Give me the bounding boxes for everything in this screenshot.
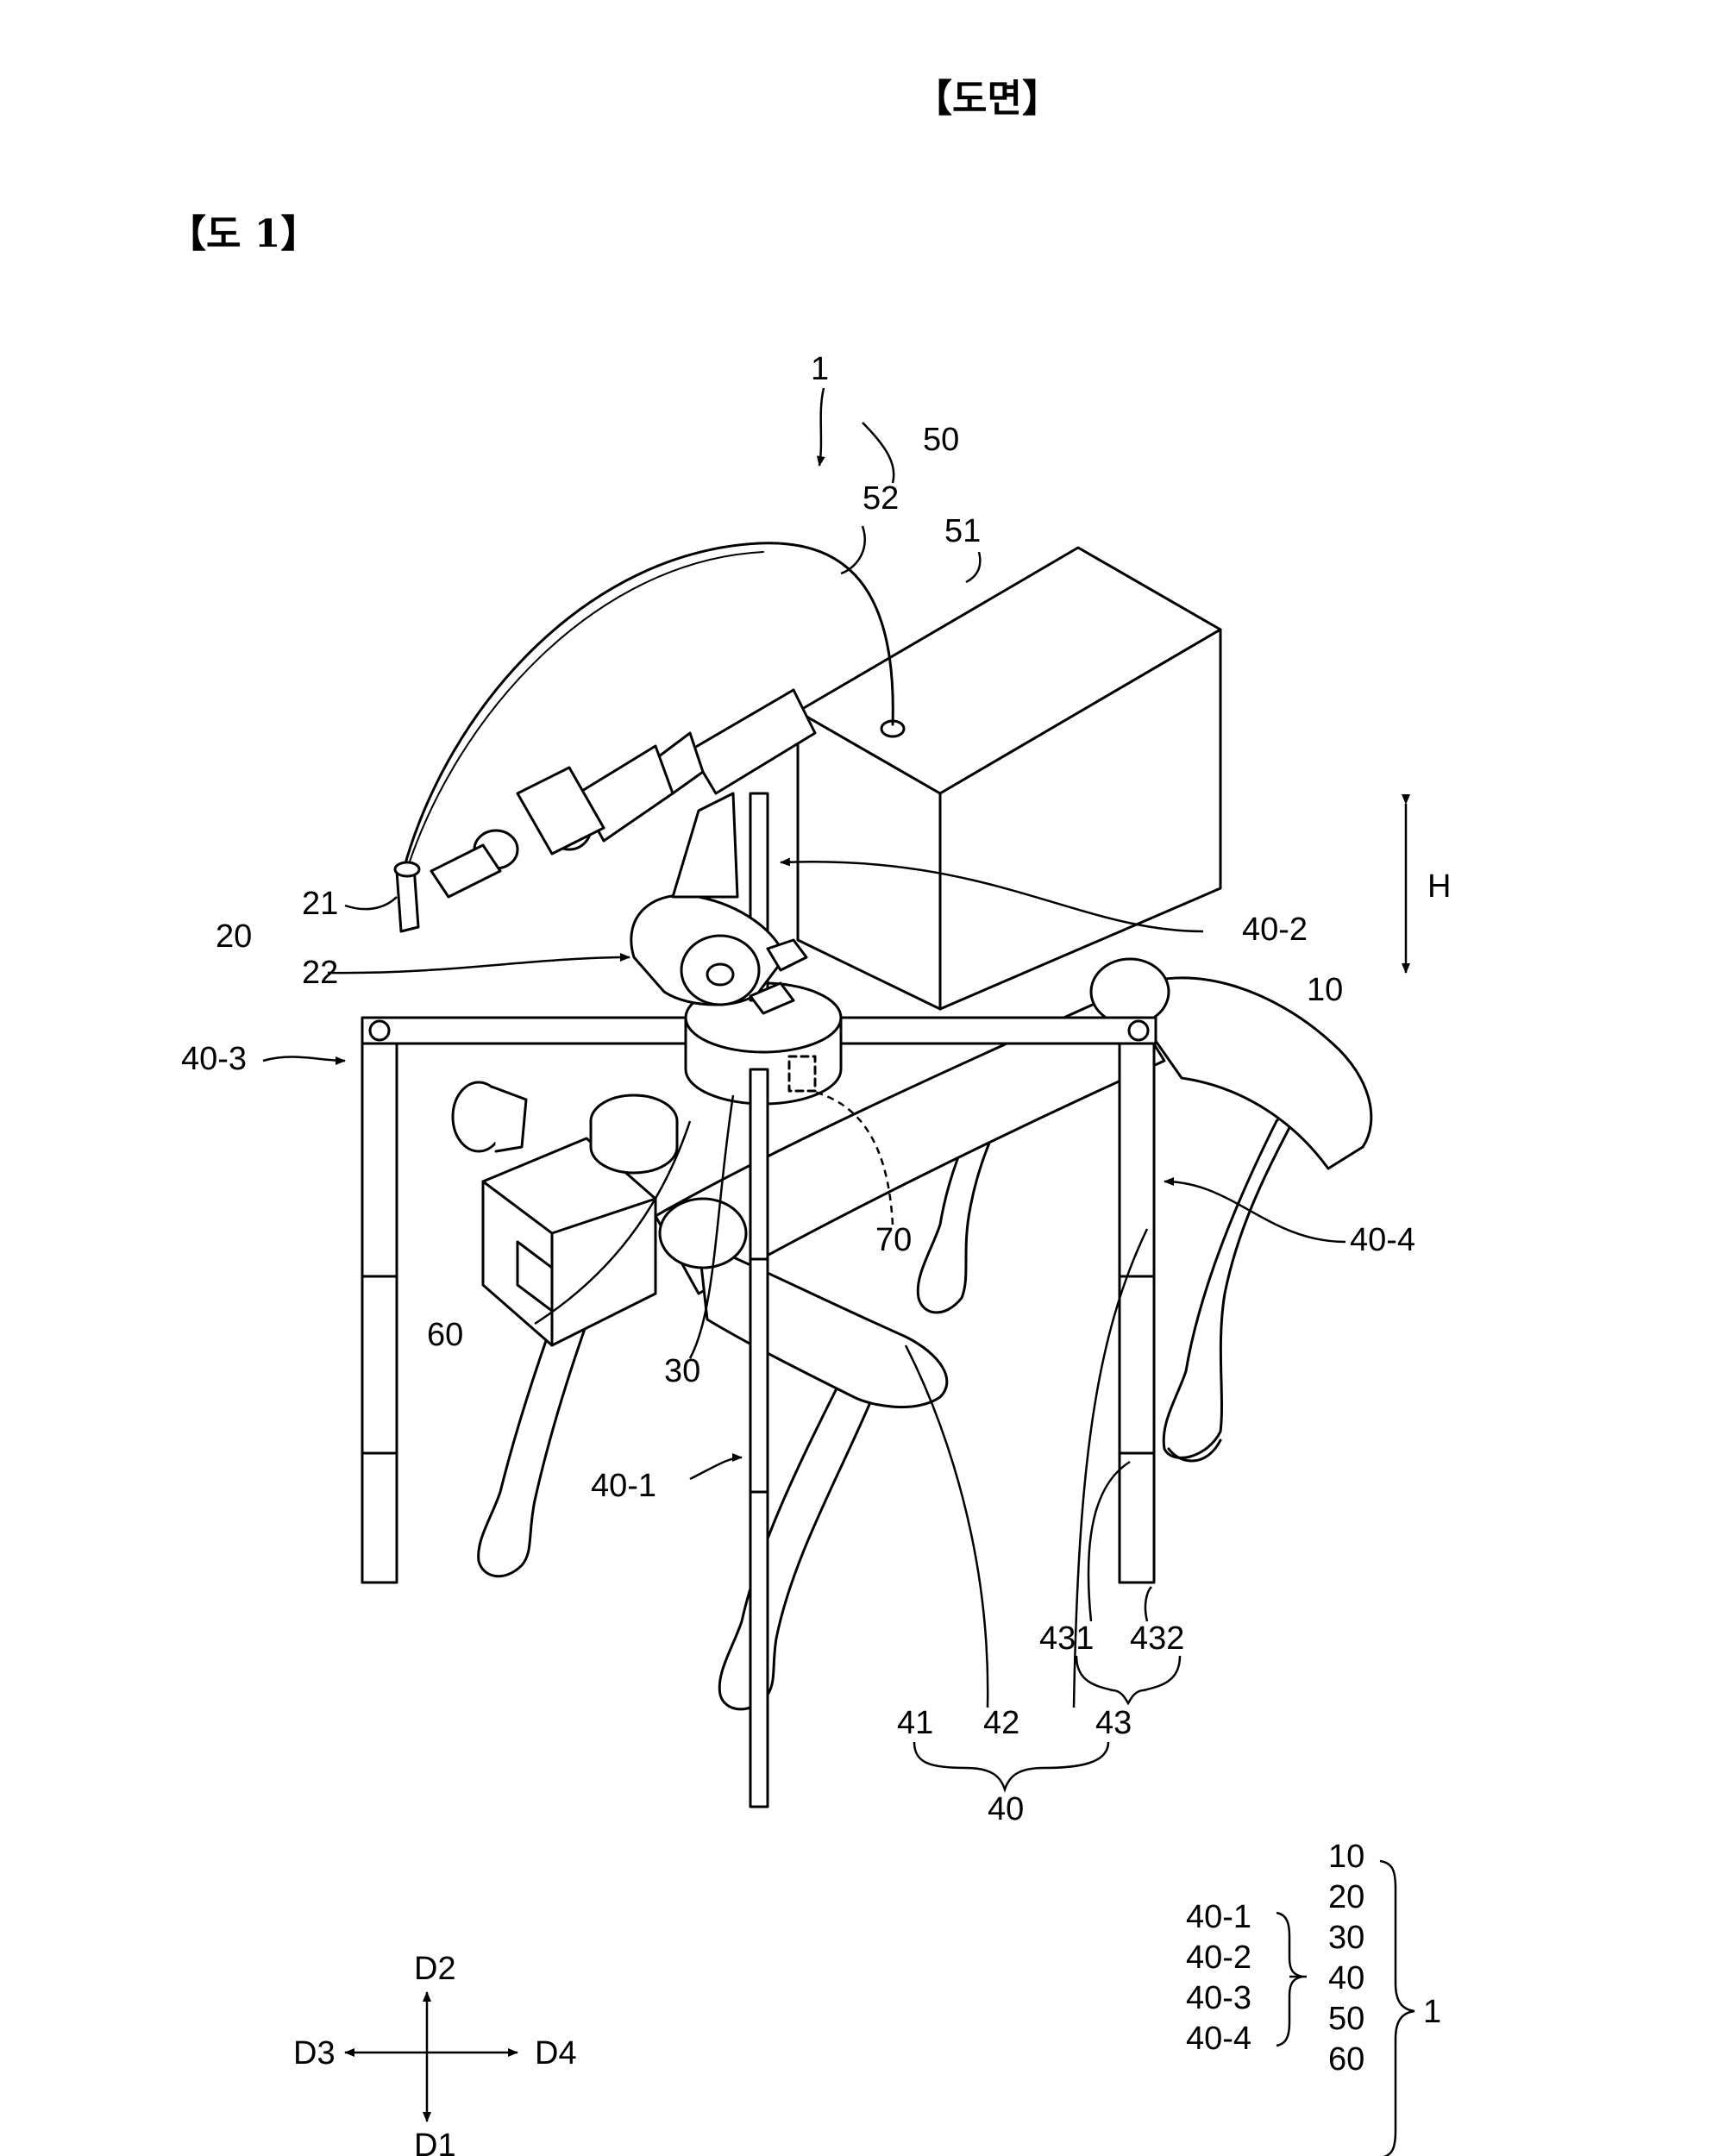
legend: 10 20 30 40 50 60 40-1 40-2 40-3 40-4 1	[1186, 1839, 1441, 2078]
label-51: 51	[944, 513, 981, 549]
leg-front-right	[719, 1380, 880, 1709]
battery-box	[798, 548, 1220, 1009]
label-1: 1	[811, 351, 829, 387]
leg-rear-right	[1164, 1078, 1315, 1457]
direction-d1: D1	[414, 2128, 456, 2156]
label-432: 432	[1130, 1620, 1184, 1657]
legend-sub-2: 40-3	[1186, 1980, 1251, 2016]
direction-d2: D2	[414, 1951, 456, 1987]
label-52: 52	[862, 480, 899, 517]
label-40-2: 40-2	[1242, 912, 1308, 948]
label-20: 20	[216, 918, 252, 955]
direction-d3: D3	[293, 2035, 336, 2071]
legend-sub-1: 40-2	[1186, 1940, 1251, 1976]
label-50: 50	[923, 422, 959, 458]
legend-main-2: 30	[1328, 1920, 1364, 1956]
leader-lines	[263, 388, 1414, 2156]
legend-main-4: 50	[1328, 2001, 1364, 2037]
label-21: 21	[302, 886, 338, 922]
legend-main-1: 20	[1328, 1879, 1364, 1915]
label-60: 60	[427, 1317, 463, 1353]
legend-sub-3: 40-4	[1186, 2021, 1251, 2057]
label-42: 42	[983, 1705, 1019, 1741]
legend-main-5: 60	[1328, 2041, 1364, 2078]
legend-main-0: 10	[1328, 1839, 1364, 1875]
legend-sub-0: 40-1	[1186, 1899, 1251, 1935]
label-40-4: 40-4	[1350, 1222, 1415, 1258]
legend-total: 1	[1423, 1994, 1441, 2030]
label-H: H	[1427, 868, 1451, 905]
label-40-3: 40-3	[181, 1041, 247, 1077]
label-40-1: 40-1	[591, 1468, 656, 1504]
label-41: 41	[897, 1705, 933, 1741]
label-22: 22	[302, 955, 338, 991]
label-43: 43	[1095, 1705, 1132, 1741]
direction-d4: D4	[535, 2035, 577, 2071]
label-30: 30	[664, 1353, 700, 1389]
label-40: 40	[988, 1791, 1024, 1827]
label-10: 10	[1307, 972, 1343, 1008]
label-431: 431	[1039, 1620, 1094, 1657]
label-70: 70	[875, 1222, 912, 1258]
legend-main-3: 40	[1328, 1960, 1364, 1996]
